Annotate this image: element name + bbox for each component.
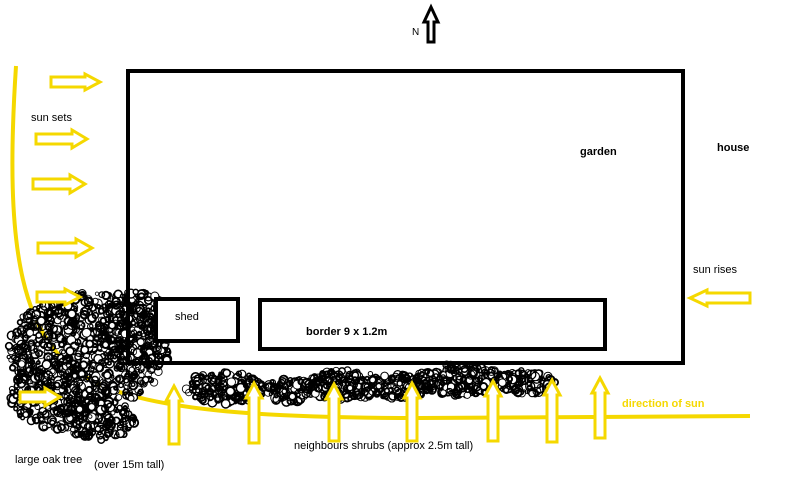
arrow-icon bbox=[686, 287, 752, 309]
arrow-icon bbox=[401, 379, 423, 443]
oak-height-label: (over 15m tall) bbox=[94, 459, 165, 471]
garden-label: garden bbox=[580, 146, 617, 158]
sun-path-curve bbox=[10, 65, 751, 421]
shed-label: shed bbox=[175, 311, 199, 323]
oak-tree-label: large oak tree bbox=[15, 454, 83, 466]
arrow-icon bbox=[49, 71, 104, 93]
house-label: house bbox=[717, 142, 750, 154]
arrow-icon bbox=[589, 374, 611, 440]
arrow-icon bbox=[34, 127, 90, 151]
neighbours-shrubs-label: neighbours shrubs (approx 2.5m tall) bbox=[294, 440, 474, 452]
north-label: N bbox=[412, 27, 420, 38]
arrow-icon bbox=[243, 379, 265, 445]
neighbour-shrubs-foliage bbox=[181, 360, 559, 409]
sun-sets-label: sun sets bbox=[31, 112, 72, 124]
sun-rises-label: sun rises bbox=[693, 264, 738, 276]
border-outline bbox=[258, 298, 607, 351]
up-arrow-icon bbox=[421, 3, 441, 44]
sun-direction-arrows bbox=[163, 374, 611, 446]
arrow-icon bbox=[35, 286, 84, 308]
arrow-icon bbox=[31, 172, 88, 196]
arrow-icon bbox=[163, 382, 185, 446]
arrow-icon bbox=[323, 380, 345, 443]
arrow-icon bbox=[482, 377, 504, 443]
garden-outline bbox=[126, 69, 685, 365]
arrow-icon bbox=[36, 236, 96, 260]
direction-of-sun-label: direction of sun bbox=[622, 398, 705, 410]
shed-outline bbox=[154, 297, 240, 343]
oak-tree-foliage bbox=[4, 288, 179, 444]
arrow-icon bbox=[18, 385, 63, 409]
border-label: border 9 x 1.2m bbox=[306, 326, 388, 338]
sun-set-arrows bbox=[18, 71, 104, 409]
arrow-icon bbox=[541, 376, 563, 444]
